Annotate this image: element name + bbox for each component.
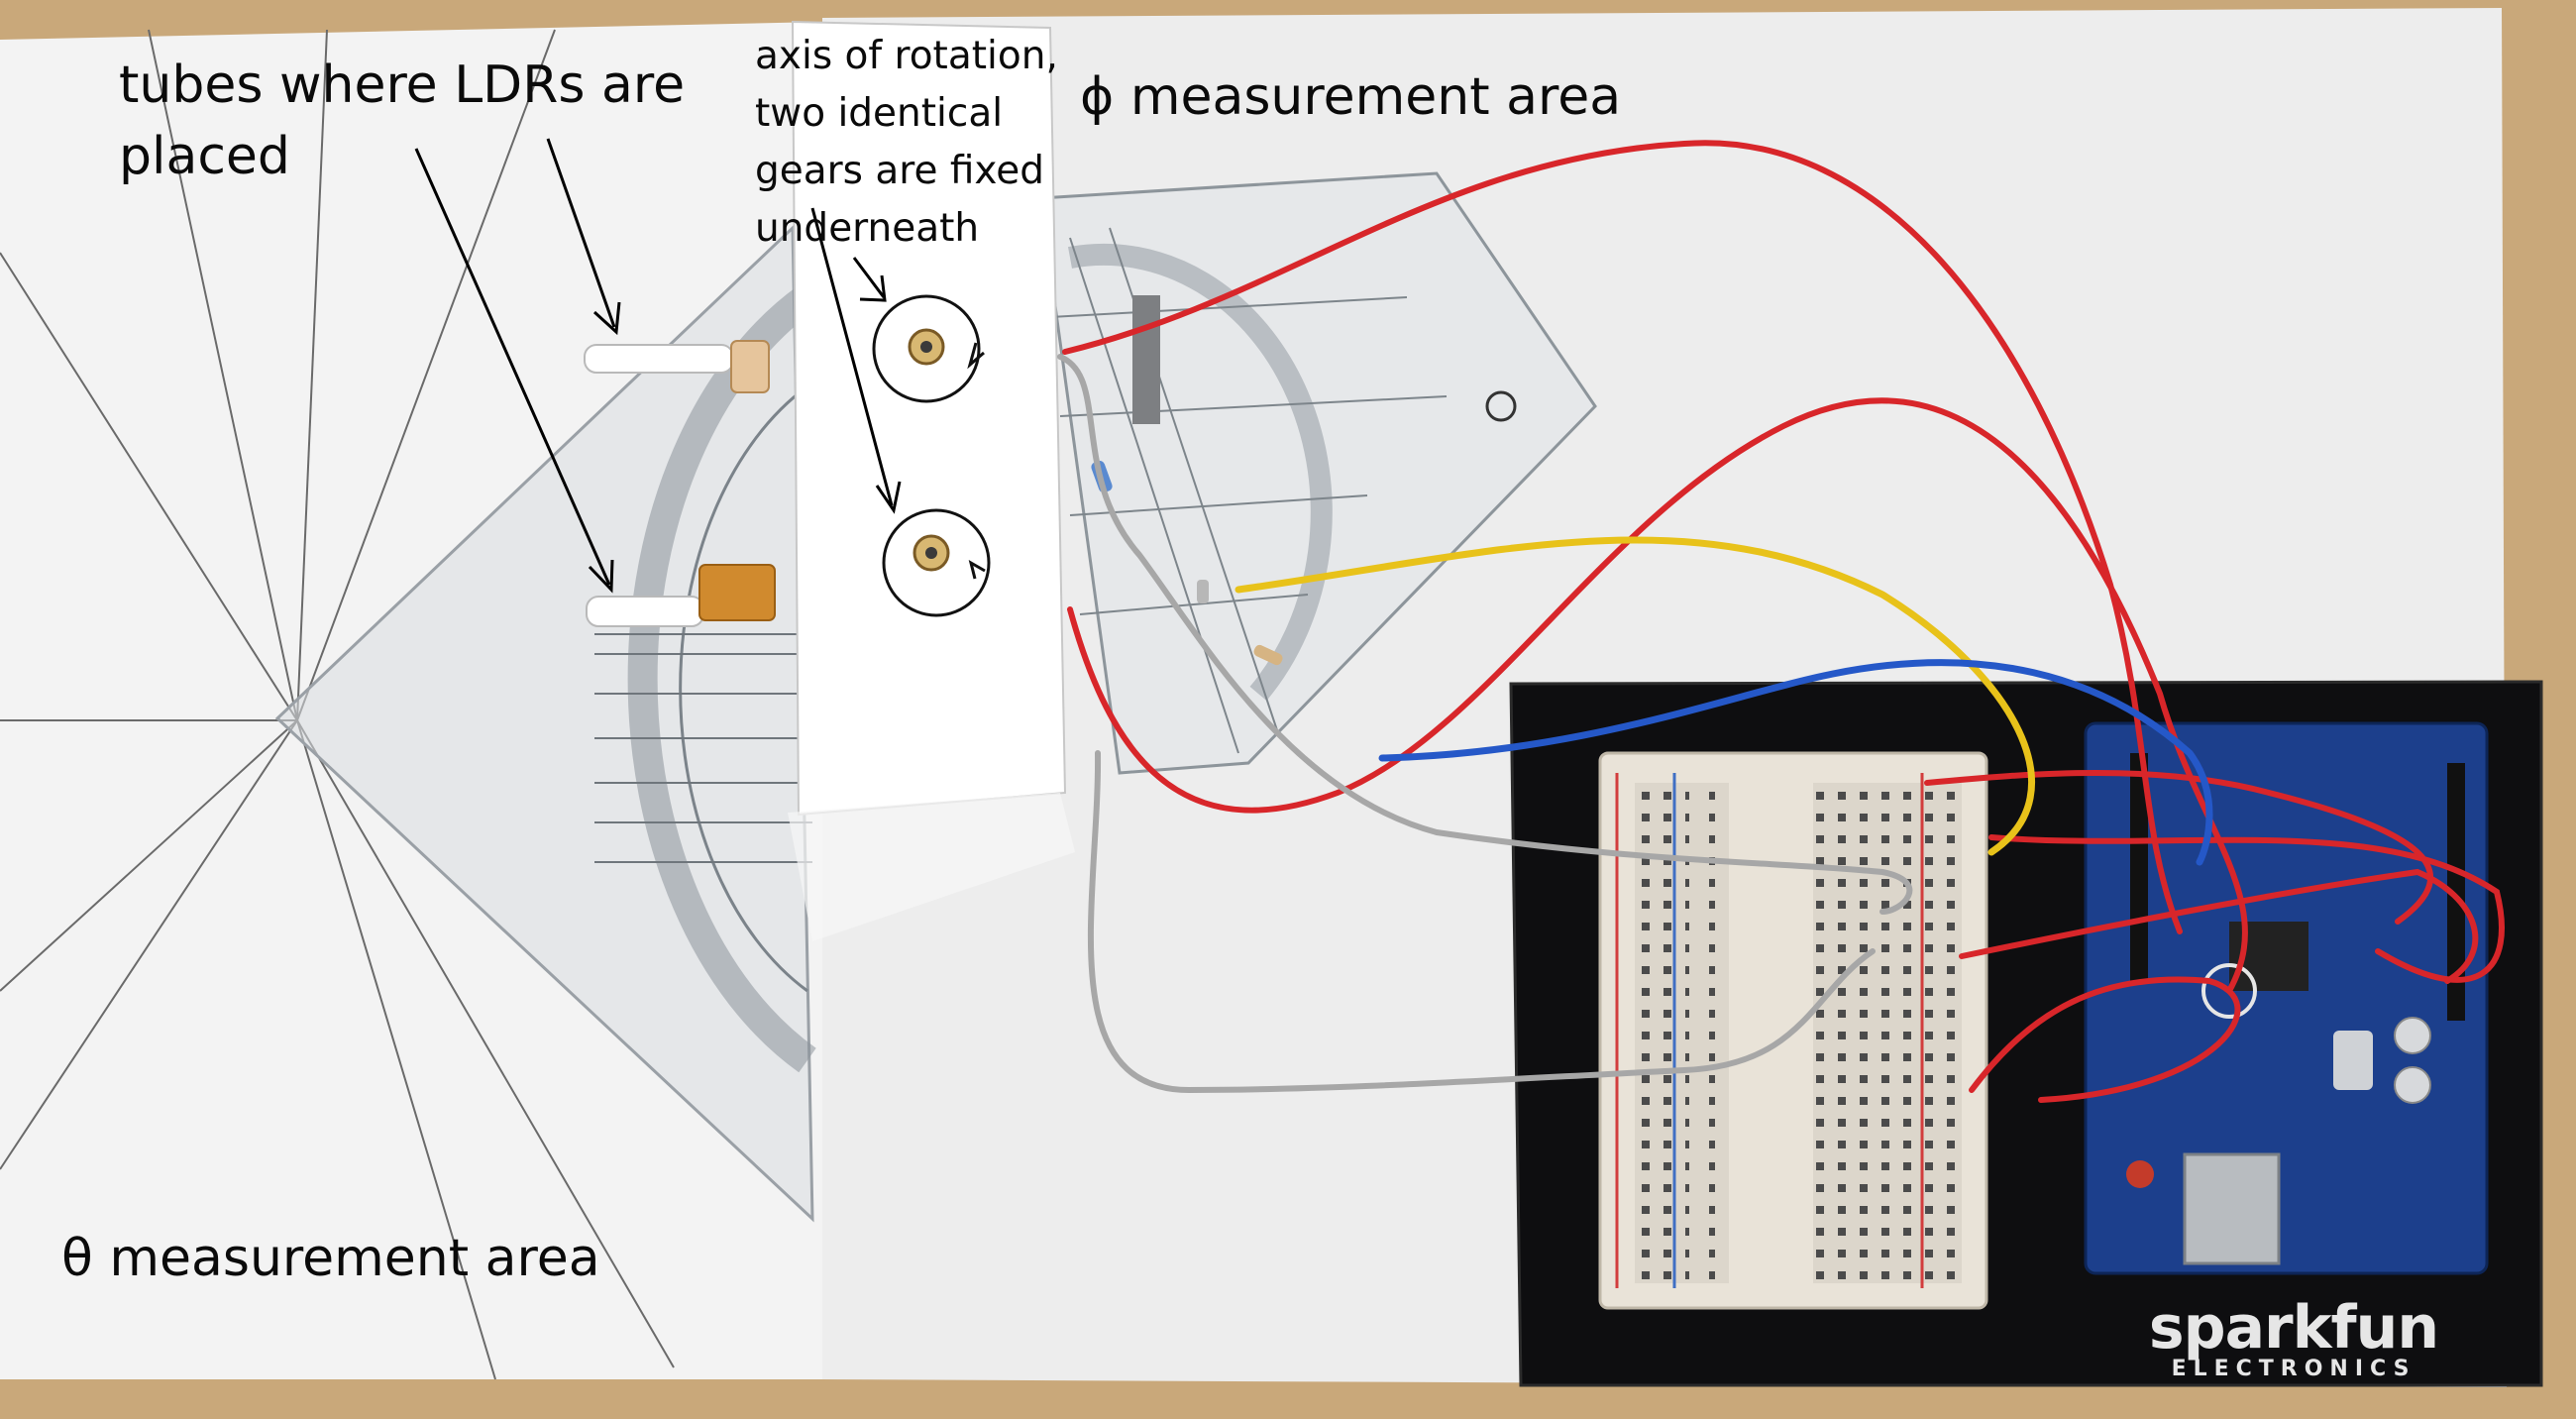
wires bbox=[1057, 140, 2505, 1103]
ldr-tube-lower bbox=[586, 564, 776, 627]
sparkfun-logo-sub: ELECTRONICS bbox=[2171, 1357, 2416, 1381]
axis-annotation: axis of rotation, two identical gears ar… bbox=[755, 34, 1058, 251]
theta-protractor bbox=[274, 224, 816, 1223]
gear-screw-lower bbox=[882, 508, 991, 617]
theta-area-label: θ measurement area bbox=[61, 1229, 600, 1288]
sparkfun-logo: sparkfun ELECTRONICS bbox=[2135, 1293, 2452, 1381]
theta-radial-lines bbox=[0, 29, 675, 1380]
tubes-annotation: tubes where LDRs are placed bbox=[119, 55, 686, 186]
phi-set-square bbox=[1038, 171, 1597, 775]
rotation-block bbox=[788, 20, 1075, 941]
ldr-tube-upper bbox=[584, 340, 770, 393]
gear-screw-upper bbox=[872, 294, 985, 403]
phi-area-label: ϕ measurement area bbox=[1080, 67, 1622, 127]
sparkfun-logo-main: sparkfun bbox=[2148, 1293, 2439, 1363]
annotation-arrows bbox=[414, 138, 902, 594]
